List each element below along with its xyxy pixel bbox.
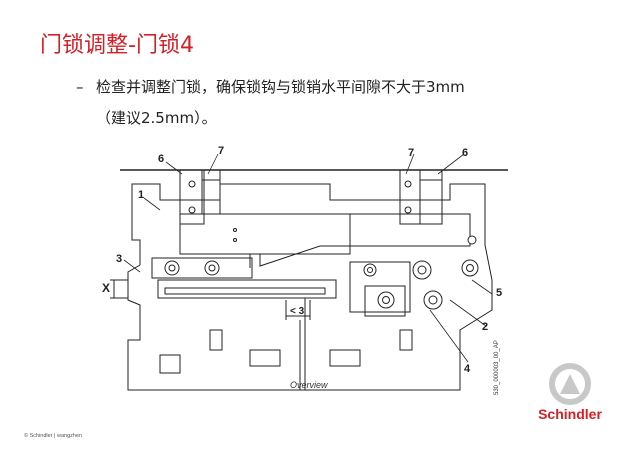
callout-5: 5 [496, 287, 502, 299]
bullet-text-line2: （建议2.5mm）。 [96, 109, 217, 127]
callout-7-left: 7 [218, 145, 224, 157]
gap-dimension-label: < 3 [290, 306, 305, 317]
bullet-text-line1: 检查并调整门锁，确保锁钩与锁销水平间隙不大于3mm [96, 78, 465, 96]
callout-1: 1 [138, 189, 144, 201]
door-lock-diagram: 1 2 3 4 5 6 7 6 7 X < 3 Overview [102, 145, 508, 391]
callout-3: 3 [116, 253, 122, 265]
callout-2: 2 [482, 321, 488, 333]
schindler-logo: Schindler [530, 362, 610, 432]
bullet-item: –检查并调整门锁，确保锁钩与锁销水平间隙不大于3mm [76, 76, 465, 97]
callout-6-left: 6 [158, 153, 164, 165]
brand-name: Schindler [538, 406, 602, 422]
diagram-caption: Overview [290, 380, 328, 390]
bullet-dash: – [76, 78, 84, 96]
drawing-code: 530_000003_00_AP [494, 340, 500, 395]
callout-4: 4 [464, 363, 471, 375]
callout-7-right: 7 [408, 147, 414, 159]
footer-text: © Schindler | wangzhen [24, 433, 83, 439]
schindler-logo-icon [549, 363, 591, 405]
slide-title: 门锁调整-门锁4 [40, 33, 194, 58]
dimension-x-label: X [102, 281, 110, 295]
callout-6-right: 6 [462, 147, 468, 159]
